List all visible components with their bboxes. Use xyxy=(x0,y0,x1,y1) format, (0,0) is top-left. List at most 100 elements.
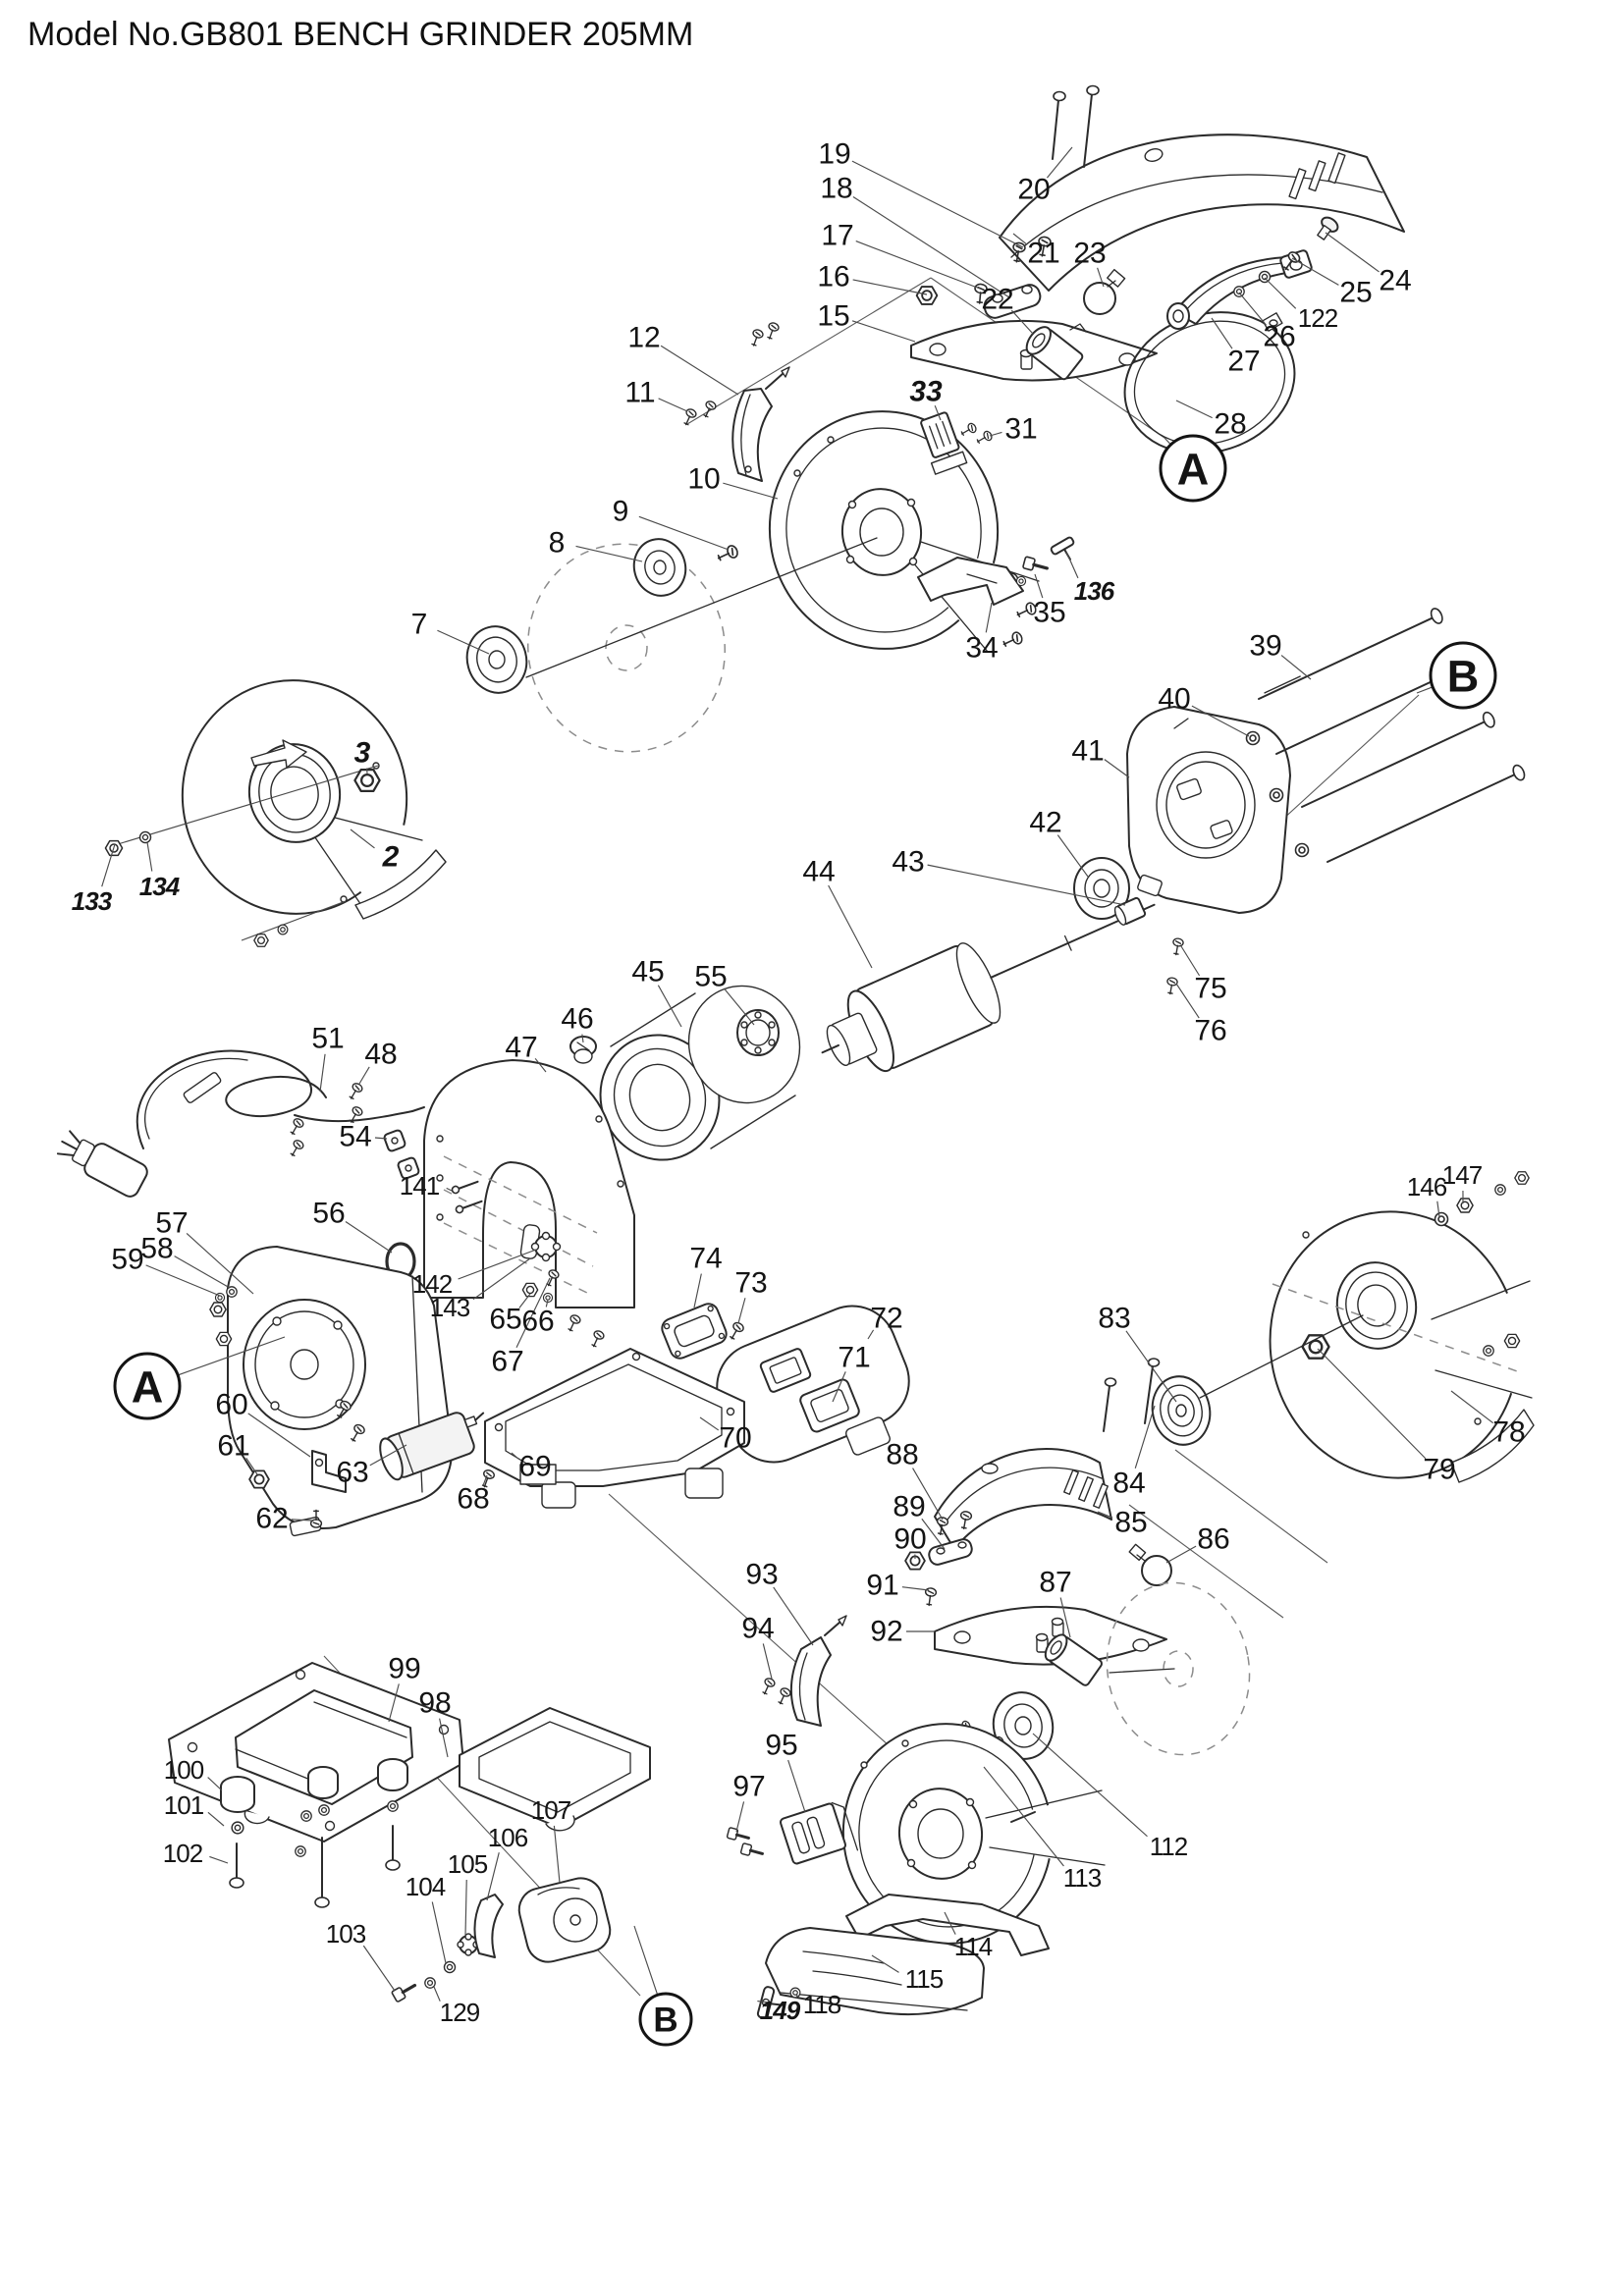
brush-caps-54 xyxy=(383,1129,420,1180)
callout-87: 87 xyxy=(1039,1567,1071,1599)
spark-guard-106 xyxy=(473,1894,504,1958)
callout-146: 146 xyxy=(1407,1172,1447,1201)
callout-142: 142 xyxy=(412,1269,453,1299)
callout-41: 41 xyxy=(1071,735,1104,768)
callout-44: 44 xyxy=(802,856,835,888)
callout-48: 48 xyxy=(364,1039,397,1071)
bulb-86 xyxy=(1128,1543,1172,1586)
callout-79: 79 xyxy=(1423,1454,1455,1486)
section-marker-label-B3: B xyxy=(653,2002,677,2040)
leader-line-115 xyxy=(871,1954,899,1973)
callout-25: 25 xyxy=(1339,277,1372,309)
washer-78b xyxy=(1483,1345,1494,1357)
washer-129 xyxy=(424,1977,436,1989)
callout-46: 46 xyxy=(561,1003,593,1036)
callout-141: 141 xyxy=(400,1171,440,1201)
leader-line-114 xyxy=(944,1911,956,1935)
callout-78: 78 xyxy=(1492,1416,1525,1449)
bearing-55 xyxy=(736,1009,780,1056)
marker-leader-A2 xyxy=(177,1336,286,1376)
leader-line-107 xyxy=(553,1825,561,1884)
leader-line-26 xyxy=(1238,292,1267,326)
leader-line-94 xyxy=(762,1643,773,1680)
leader-line-93 xyxy=(773,1586,814,1646)
callout-11: 11 xyxy=(624,377,655,409)
leader-line-76 xyxy=(1175,983,1200,1019)
screw-12a xyxy=(748,327,765,348)
leader-line-42 xyxy=(1056,834,1089,878)
leader-line-143 xyxy=(472,1257,531,1301)
leader-line-68 xyxy=(482,1474,488,1486)
callout-85: 85 xyxy=(1114,1507,1147,1539)
housing-cover-47 xyxy=(423,1059,635,1308)
callout-34: 34 xyxy=(965,632,998,665)
marker-leader-B1 xyxy=(1416,686,1434,694)
leader-line-54 xyxy=(374,1137,388,1140)
tool-rest-115 xyxy=(765,1927,985,2016)
callout-73: 73 xyxy=(734,1267,767,1300)
callout-10: 10 xyxy=(687,463,720,496)
washer-2b xyxy=(277,924,289,935)
capacitor-63 xyxy=(379,1412,485,1481)
spacer-22 xyxy=(1025,326,1084,381)
leader-line-33 xyxy=(934,405,942,421)
flange-112 xyxy=(992,1691,1055,1760)
callout-20: 20 xyxy=(1017,174,1050,206)
leader-line-141 xyxy=(446,1187,453,1192)
screw-94b xyxy=(775,1685,792,1707)
leader-line-41 xyxy=(1104,759,1130,778)
armature-44 xyxy=(821,903,1156,1073)
leader-line-65 xyxy=(518,1293,531,1308)
leader-line-66 xyxy=(545,1299,549,1308)
callout-133: 133 xyxy=(72,886,113,916)
leader-line-104 xyxy=(431,1901,447,1964)
bearing-42 xyxy=(1073,857,1130,920)
callout-45: 45 xyxy=(631,956,664,988)
stator-45 xyxy=(599,985,801,1161)
section-marker-circle-B1 xyxy=(1429,641,1497,710)
callout-19: 19 xyxy=(818,138,850,171)
leader-line-88 xyxy=(912,1468,944,1521)
leader-line-84 xyxy=(1134,1405,1156,1468)
callout-90: 90 xyxy=(893,1523,926,1556)
callout-91: 91 xyxy=(866,1570,898,1602)
callout-17: 17 xyxy=(821,220,853,252)
callout-68: 68 xyxy=(457,1483,489,1516)
callout-56: 56 xyxy=(312,1198,345,1230)
callout-143: 143 xyxy=(430,1293,470,1322)
callout-18: 18 xyxy=(820,173,852,205)
callout-136: 136 xyxy=(1074,576,1115,606)
leader-line-44 xyxy=(828,884,873,969)
switch-71 xyxy=(759,1348,891,1456)
section-marker-label-A0: A xyxy=(1177,445,1210,495)
callout-28: 28 xyxy=(1214,408,1246,441)
page-title: Model No.GB801 BENCH GRINDER 205MM xyxy=(27,16,693,53)
nut-147 xyxy=(1456,1198,1474,1213)
leader-line-91 xyxy=(901,1586,930,1591)
leader-line-98 xyxy=(439,1718,449,1758)
leader-line-87 xyxy=(1059,1597,1071,1638)
leader-line-73 xyxy=(737,1298,746,1324)
nut-78b xyxy=(1503,1333,1521,1349)
callout-97: 97 xyxy=(732,1771,765,1803)
leader-line-31 xyxy=(989,431,1002,437)
bushing-46 xyxy=(569,1036,597,1064)
callout-51: 51 xyxy=(311,1023,344,1055)
section-marker-label-B1: B xyxy=(1447,652,1480,702)
section-marker-circle-B3 xyxy=(638,1992,693,2047)
leader-line-24 xyxy=(1325,232,1380,273)
leader-lines xyxy=(101,146,1494,2003)
screw-31a xyxy=(958,421,979,439)
leader-line-7 xyxy=(437,629,490,655)
screw-70b xyxy=(588,1328,606,1350)
callout-75: 75 xyxy=(1194,973,1226,1005)
base-plate-99 xyxy=(168,1662,464,1842)
callout-67: 67 xyxy=(491,1346,523,1378)
callout-57: 57 xyxy=(155,1207,188,1240)
leader-line-18 xyxy=(852,196,1010,298)
end-bell-41 xyxy=(1126,706,1291,914)
leader-line-75 xyxy=(1180,945,1201,977)
leader-line-83 xyxy=(1125,1330,1177,1403)
leader-line-136 xyxy=(1065,551,1079,579)
